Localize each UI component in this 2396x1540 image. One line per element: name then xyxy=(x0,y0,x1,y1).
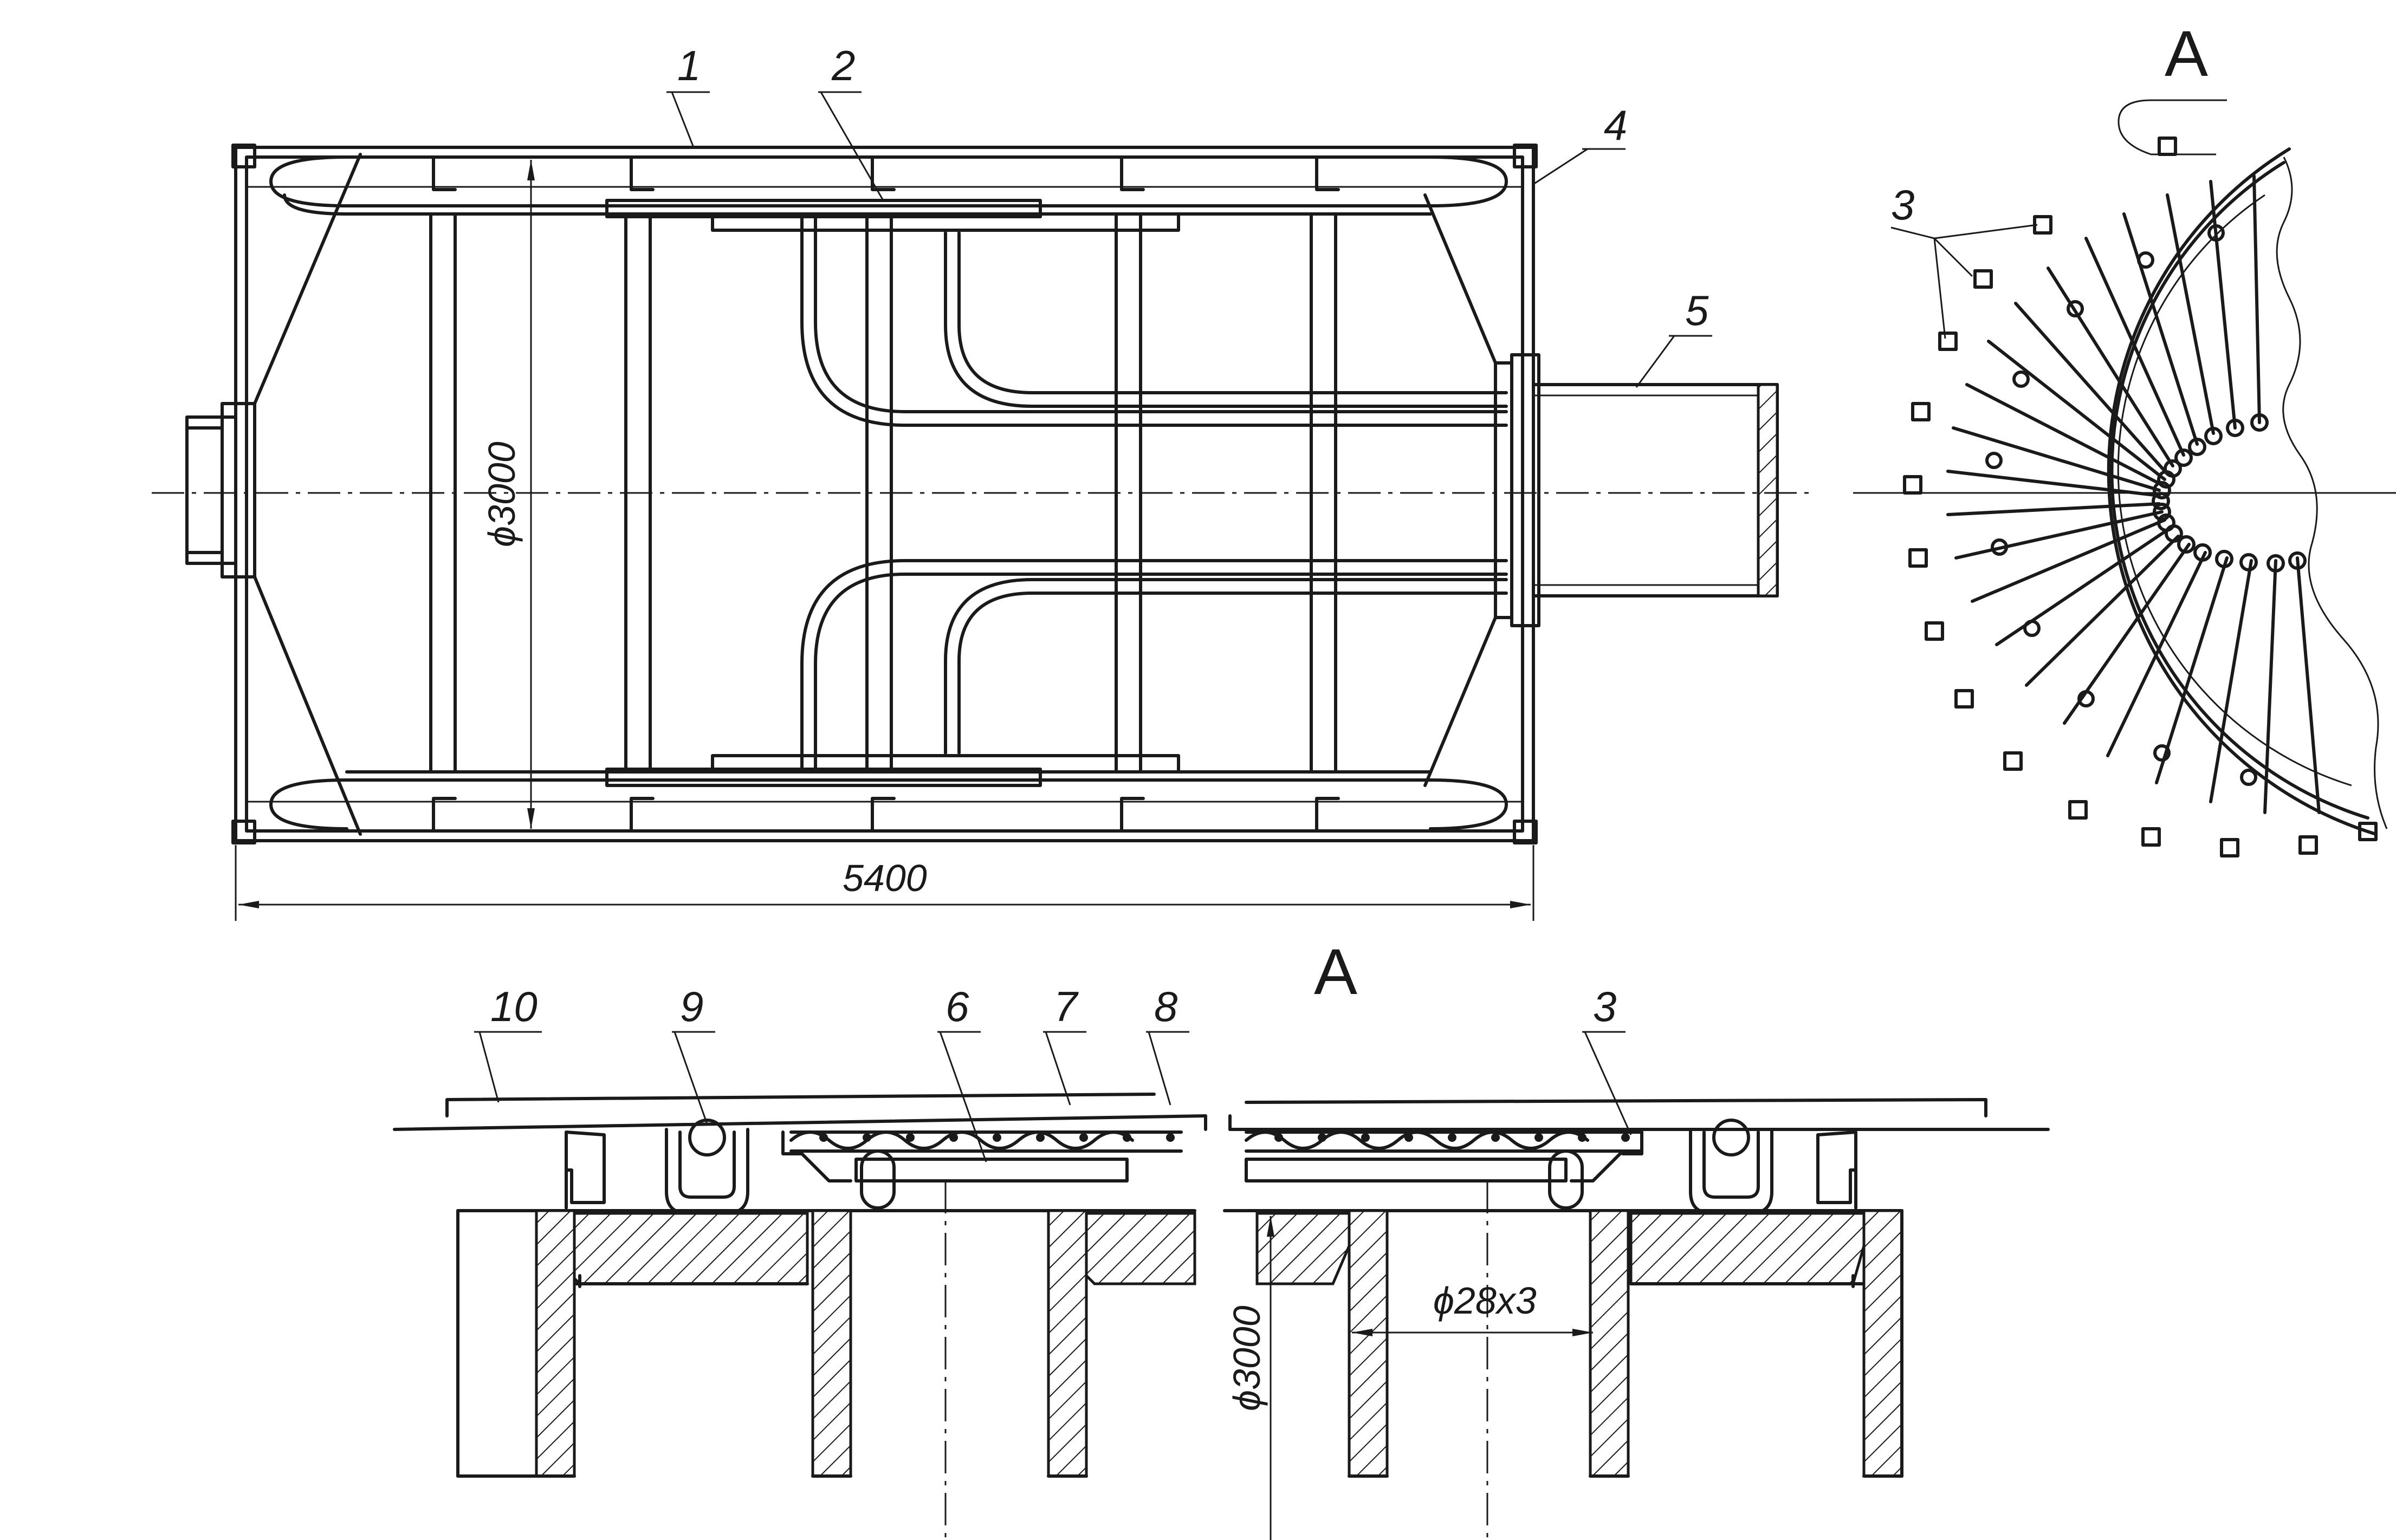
radial-shell-outer xyxy=(2107,147,2378,836)
radial-shell-inner xyxy=(2110,161,2369,820)
lower-header-bars xyxy=(247,754,1523,833)
flange-top-right xyxy=(1513,144,1538,168)
hatch-block-3 xyxy=(1255,1212,1351,1285)
wall-1 xyxy=(535,1209,576,1478)
cone-left-bottom xyxy=(253,575,362,836)
cone-right-bottom xyxy=(1423,616,1497,787)
cone-left-top xyxy=(253,153,362,405)
diameter-dimension-top: ϕ3000 xyxy=(481,441,523,547)
u-tube-bundle xyxy=(800,212,1508,774)
hatch-block-4 xyxy=(1629,1212,1866,1285)
label-part-3-top: 3 xyxy=(1891,181,1914,229)
label-part-9: 9 xyxy=(680,983,703,1030)
wall-5 xyxy=(1589,1209,1630,1478)
label-part-6: 6 xyxy=(946,983,969,1030)
upper-header-bars xyxy=(247,155,1523,232)
label-part-4: 4 xyxy=(1604,101,1627,149)
tube-9-right xyxy=(1712,1119,1750,1156)
wall-6 xyxy=(1862,1209,1903,1478)
label-part-2: 2 xyxy=(831,42,855,89)
outlet-nozzle xyxy=(1532,383,1779,597)
flange-bottom-right xyxy=(1513,820,1538,844)
label-part-8: 8 xyxy=(1154,983,1177,1030)
cone-right-top xyxy=(1423,193,1497,365)
view-a-radial: A xyxy=(1853,17,2396,857)
tube-9-left xyxy=(688,1119,726,1156)
hatch-block-2 xyxy=(1079,1212,1196,1285)
longitudinal-section: ϕ3000 5400 1 2 4 5 xyxy=(152,42,1810,921)
break-line xyxy=(2276,157,2388,829)
radial-tubes xyxy=(1946,174,2321,814)
label-part-7: 7 xyxy=(1054,983,1079,1030)
detail-a-title: A xyxy=(1314,935,1357,1008)
label-part-5: 5 xyxy=(1685,287,1709,334)
cover-sheet-left xyxy=(393,1093,1207,1131)
flange-bottom-left xyxy=(231,820,256,844)
wall-2 xyxy=(811,1209,852,1478)
support-left xyxy=(565,1130,606,1204)
hatch-block-1 xyxy=(567,1212,809,1285)
inlet-nozzle xyxy=(185,415,237,565)
diameter-dimension-bottom: ϕ3000 xyxy=(1226,1305,1268,1411)
wall-4 xyxy=(1348,1209,1389,1478)
cover-sheet-right xyxy=(1228,1098,2050,1131)
wall-3 xyxy=(1047,1209,1088,1478)
support-right xyxy=(1816,1130,1857,1204)
tube-size-dimension: ϕ28x3 xyxy=(1433,1279,1537,1322)
outlet-nozzle-bore xyxy=(1757,383,1779,597)
vessel-shell-inner xyxy=(245,155,1524,833)
view-a-title: A xyxy=(2165,17,2208,90)
detail-a-section: A xyxy=(393,935,2050,1540)
tube-end-circles xyxy=(1985,224,2307,786)
tube-6-left xyxy=(854,1158,1129,1182)
coil-loops xyxy=(269,155,1508,830)
flange-top-left xyxy=(231,144,256,168)
tube-6-right xyxy=(1245,1158,1568,1182)
shell-lugs xyxy=(1903,137,2378,857)
inlet-flange xyxy=(221,402,256,579)
spring-dots xyxy=(819,1133,1630,1142)
label-part-3-bottom: 3 xyxy=(1593,983,1616,1030)
label-part-1: 1 xyxy=(677,42,701,89)
length-dimension: 5400 xyxy=(843,857,927,899)
label-part-10: 10 xyxy=(490,983,538,1030)
